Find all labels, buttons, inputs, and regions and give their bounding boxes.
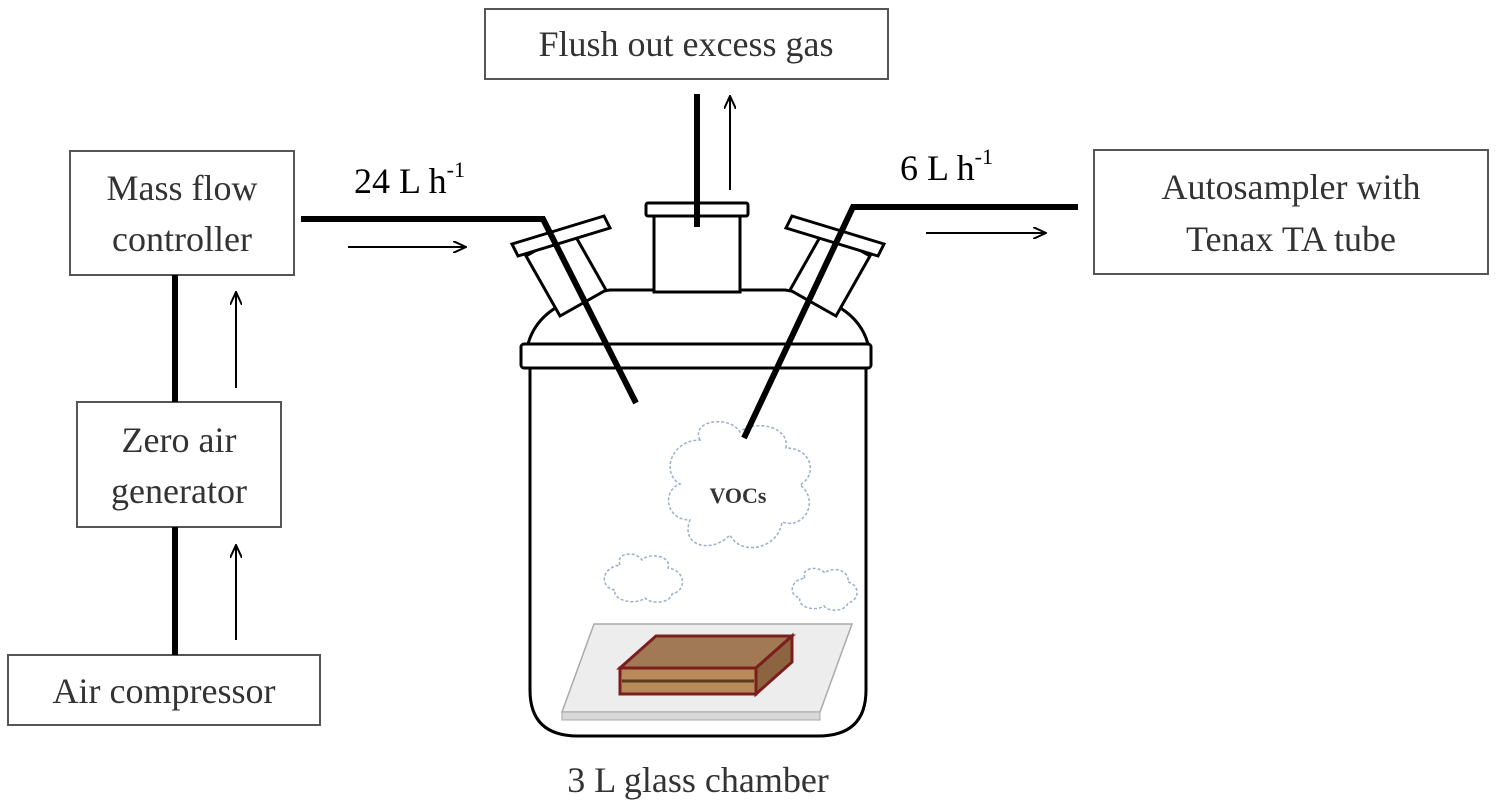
sample-plate-edge xyxy=(561,711,821,721)
glass-chamber: VOCs xyxy=(509,201,887,738)
mfc-label-line2: controller xyxy=(112,219,252,259)
voc-cloud-small-left xyxy=(603,553,684,603)
chamber-flange xyxy=(519,342,873,370)
zero-air-label-line2: generator xyxy=(111,471,247,511)
chamber-lid-dome xyxy=(526,288,870,346)
autosampler-label-line1: Autosampler with xyxy=(1162,167,1421,207)
wood-sample xyxy=(616,632,796,698)
inlet-pipe xyxy=(301,216,639,405)
zero-air-label-line1: Zero air xyxy=(122,420,237,460)
autosampler-label-line2: Tenax TA tube xyxy=(1186,219,1396,259)
air-compressor-box: Air compressor xyxy=(7,654,321,726)
flush-out-label: Flush out excess gas xyxy=(539,24,834,64)
voc-cloud-small-right xyxy=(791,567,858,611)
air-compressor-label: Air compressor xyxy=(53,671,276,711)
outlet-flow-rate: 6 L h-1 xyxy=(900,144,993,188)
chamber-caption: 3 L glass chamber xyxy=(567,760,829,800)
autosampler-box: Autosampler with Tenax TA tube xyxy=(1093,149,1489,275)
flush-out-box: Flush out excess gas xyxy=(484,8,889,80)
sampling-pipe xyxy=(741,204,1078,440)
inlet-flow-rate: 24 L h-1 xyxy=(354,157,465,201)
mfc-label-line1: Mass flow xyxy=(107,168,258,208)
zero-air-generator-box: Zero air generator xyxy=(76,401,282,528)
left-neck xyxy=(509,214,613,319)
mass-flow-controller-box: Mass flow controller xyxy=(69,150,295,276)
vocs-label: VOCs xyxy=(709,483,766,508)
voc-cloud-large xyxy=(667,420,811,549)
